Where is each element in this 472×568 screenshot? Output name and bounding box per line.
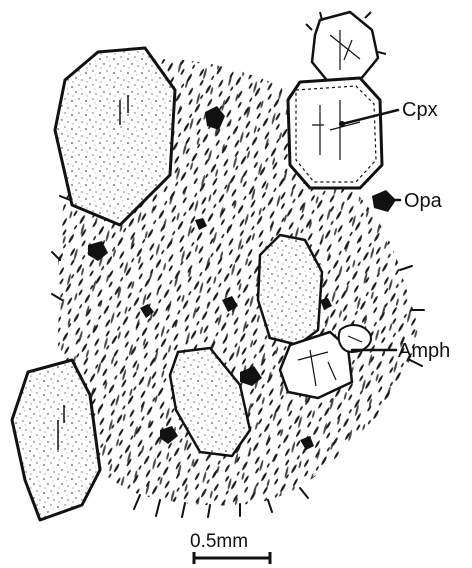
cpx-leader-dot [339,121,345,127]
label-cpx: Cpx [402,99,438,121]
label-opa: Opa [404,190,443,212]
scale-bar-label: 0.5mm [190,531,248,552]
scale-bar-line [194,552,270,564]
cpx-crystal-main [288,78,382,188]
scale-bar: 0.5mm [190,531,270,564]
cpx-crystal-top [306,12,386,84]
phenocryst-center-right [258,235,322,345]
label-amph: Amph [398,340,450,362]
